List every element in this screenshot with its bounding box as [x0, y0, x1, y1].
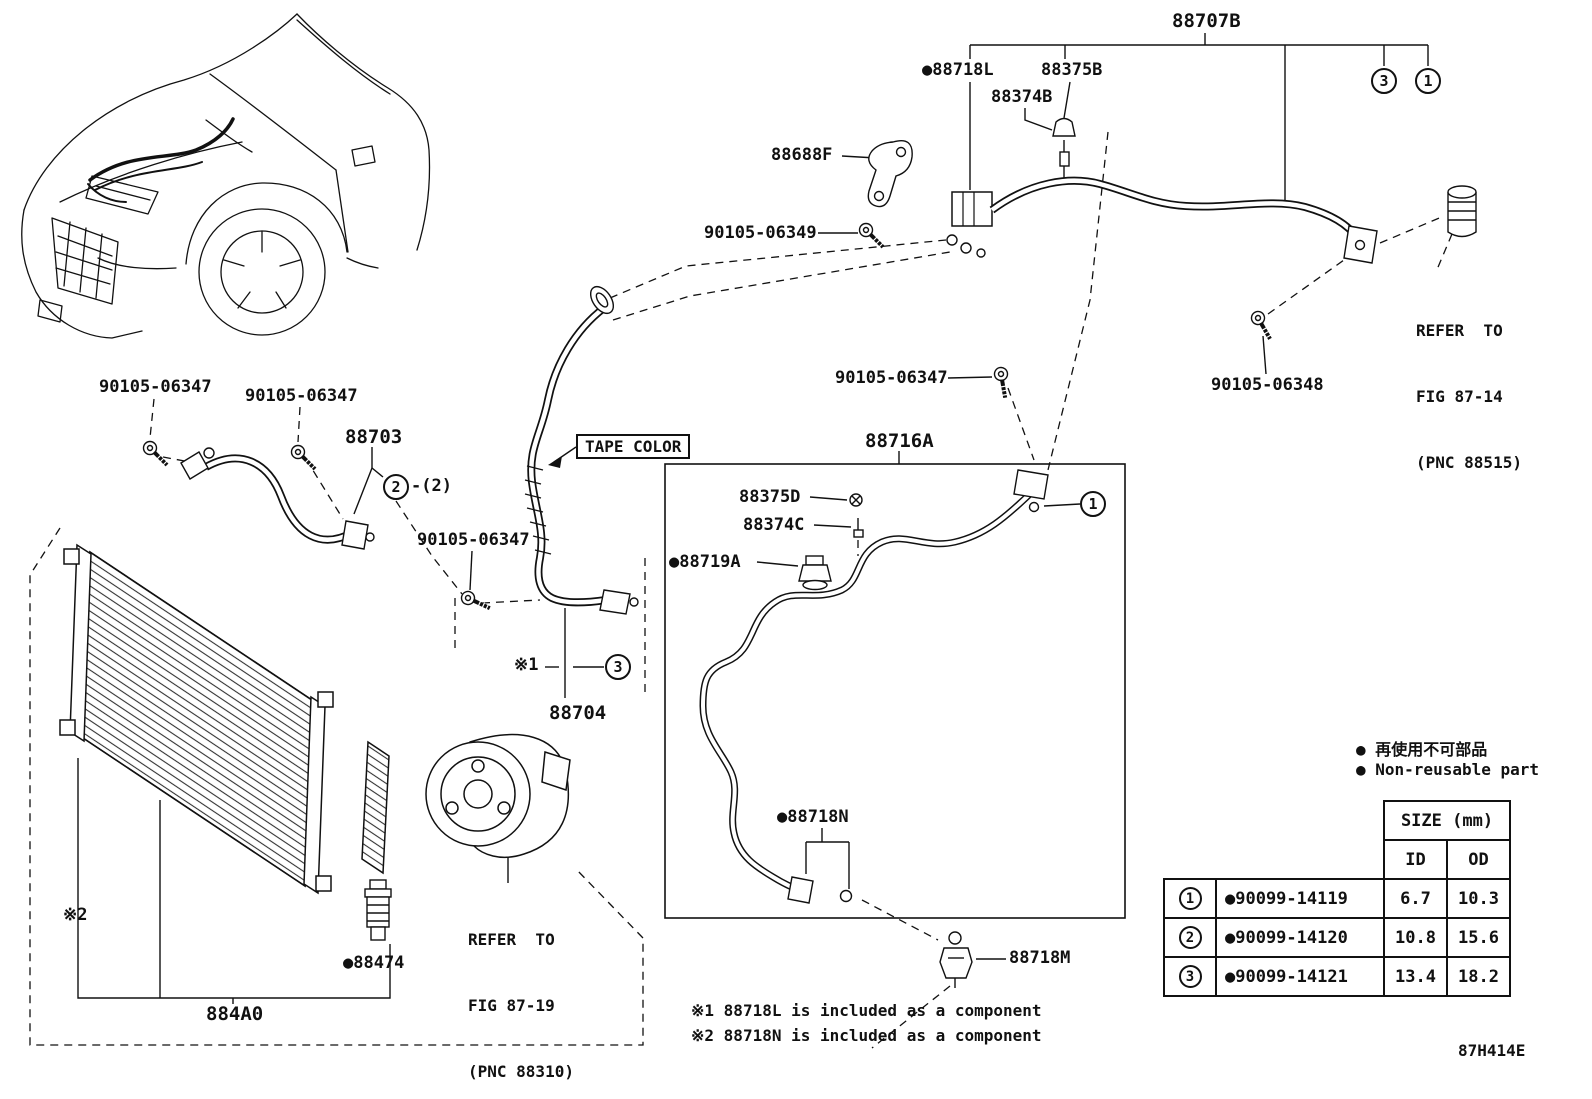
id-value-cell: 6.7	[1383, 878, 1448, 919]
diagram-code: 87H414E	[1458, 1041, 1526, 1060]
label-90105-06349: 90105-06349	[704, 223, 817, 243]
refer-fig-87-14-line1: REFER TO	[1416, 321, 1503, 340]
legend-en: ● Non-reusable part	[1356, 760, 1540, 779]
refer-fig-87-19-line2: FIG 87-19	[468, 996, 555, 1015]
valve-88718m	[939, 931, 973, 988]
size-table-row-2: 2 ●90099-14120 10.8 15.6	[1163, 917, 1511, 958]
tape-color-arrowhead	[548, 456, 562, 468]
hose-88703-fittings	[180, 447, 375, 550]
tape-color-box: TAPE COLOR	[576, 434, 691, 459]
clamp-88688f	[867, 139, 913, 208]
callout-1: 1	[1080, 491, 1106, 517]
label-88374b: 88374B	[991, 87, 1053, 107]
label-90105-06347-a: 90105-06347	[99, 377, 212, 397]
id-value-cell: 13.4	[1383, 956, 1448, 997]
footnote-1: ※1 88718L is included as a component	[691, 1001, 1042, 1020]
condenser	[59, 543, 334, 895]
label-88707b: 88707B	[1172, 10, 1241, 32]
label-88703-qty: -(2)	[411, 476, 452, 496]
row-callout-3: 3	[1178, 965, 1202, 988]
label-88374c: 88374C	[743, 515, 805, 535]
callout-1-top: 1	[1415, 68, 1441, 94]
pipe-88716a-parts	[787, 469, 1049, 904]
size-table: SIZE (mm) ID OD 1 ●90099-14119 6.7 10.3 …	[1163, 800, 1511, 997]
id-column-header: ID	[1383, 839, 1448, 880]
grommet-88515	[1447, 185, 1477, 238]
od-value-cell: 18.2	[1446, 956, 1511, 997]
label-88688f: 88688F	[771, 145, 833, 165]
label-88474: ●88474	[343, 953, 405, 973]
callout-2: 2	[383, 474, 409, 500]
row-callout-2: 2	[1178, 926, 1202, 949]
label-88704: 88704	[549, 702, 607, 724]
pipe-88707b	[946, 176, 1378, 264]
refer-fig-87-19-line1: REFER TO	[468, 930, 555, 949]
size-table-header: SIZE (mm)	[1383, 800, 1511, 841]
bolt-90105-06347-d	[983, 362, 1021, 400]
bolt-90105-06347-c	[457, 584, 492, 619]
label-88718n: ●88718N	[777, 807, 849, 827]
hose-88703	[204, 454, 354, 544]
refer-fig-87-14: REFER TO FIG 87-14 (PNC 88515)	[1416, 276, 1522, 518]
hose-88704-tape-wrap	[524, 465, 552, 555]
bolt-90105-06347-a	[141, 439, 169, 467]
fitting-88474	[364, 879, 392, 941]
od-value-cell: 15.6	[1446, 917, 1511, 958]
label-90105-06347-b: 90105-06347	[245, 386, 358, 406]
size-table-row-3: 3 ●90099-14121 13.4 18.2	[1163, 956, 1511, 997]
compressor	[425, 733, 571, 858]
hose-88704-ends	[589, 285, 639, 615]
label-88718m: 88718M	[1009, 948, 1071, 968]
row-callout-1: 1	[1178, 887, 1202, 910]
label-88716a: 88716A	[865, 430, 934, 452]
id-value-cell: 10.8	[1383, 917, 1448, 958]
refer-fig-87-14-line3: (PNC 88515)	[1416, 453, 1522, 472]
label-star1: ※1	[514, 655, 539, 675]
label-884a0: 884A0	[206, 1003, 264, 1025]
label-90105-06347-c: 90105-06347	[417, 530, 530, 550]
label-star2: ※2	[63, 905, 88, 925]
refer-fig-87-19-line3: (PNC 88310)	[468, 1062, 574, 1081]
label-88703: 88703	[345, 426, 403, 448]
hose-88704	[527, 304, 607, 607]
cap-88374b	[1052, 117, 1076, 180]
receiver-drier	[361, 740, 390, 875]
legend-jp: ● 再使用不可部品	[1356, 740, 1488, 759]
part-number-cell: ●90099-14121	[1215, 956, 1385, 997]
label-88375d: 88375D	[739, 487, 801, 507]
car-ac-pipes-highlight	[87, 117, 235, 203]
footnote-2: ※2 88718N is included as a component	[691, 1026, 1042, 1045]
label-88718l: ●88718L	[922, 60, 994, 80]
refer-fig-87-19: REFER TO FIG 87-19 (PNC 88310)	[468, 885, 574, 1099]
od-column-header: OD	[1446, 839, 1511, 880]
label-90105-06347-d: 90105-06347	[835, 368, 948, 388]
label-90105-06348: 90105-06348	[1211, 375, 1324, 395]
callout-3-top: 3	[1371, 68, 1397, 94]
part-number-cell: ●90099-14119	[1215, 878, 1385, 919]
car-sketch	[21, 13, 431, 339]
label-88719a: ●88719A	[669, 552, 741, 572]
callout-3: 3	[605, 654, 631, 680]
refer-fig-87-14-line2: FIG 87-14	[1416, 387, 1503, 406]
part-number-cell: ●90099-14120	[1215, 917, 1385, 958]
od-value-cell: 10.3	[1446, 878, 1511, 919]
bolt-90105-06349	[857, 221, 885, 249]
bolt-90105-06347-b	[289, 443, 317, 471]
dashed-leaders	[29, 131, 1453, 1049]
bolt-90105-06348	[1245, 308, 1279, 341]
size-table-row-1: 1 ●90099-14119 6.7 10.3	[1163, 878, 1511, 919]
label-88375b: 88375B	[1041, 60, 1103, 80]
solid-leaders	[77, 33, 1429, 1004]
box-88716a	[664, 463, 1126, 919]
pipe-88716a	[699, 489, 1035, 895]
